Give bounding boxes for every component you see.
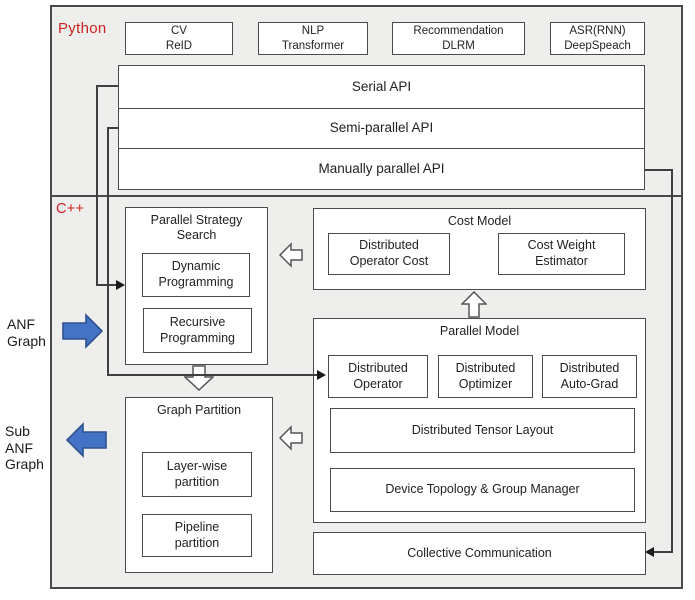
- manual-api-connector-stub: [645, 169, 673, 171]
- anf-graph-label: ANF Graph: [7, 316, 46, 349]
- pipeline-partition-box: Pipeline partition: [142, 514, 252, 557]
- anf-graph-right-arrow-icon: [62, 312, 104, 350]
- collective-communication-box: Collective Communication: [313, 532, 646, 575]
- distributed-operator-box: Distributed Operator: [328, 355, 428, 398]
- device-topology-group-manager-box: Device Topology & Group Manager: [330, 468, 635, 512]
- manual-api-connector-horizontal: [654, 551, 673, 553]
- parallel-model-to-graph-partition-left-arrow-icon: [279, 424, 303, 452]
- parallel-model-to-cost-model-up-arrow-icon: [461, 291, 487, 318]
- serial-api-connector-horizontal: [96, 284, 117, 286]
- python-section-label: Python: [58, 20, 107, 37]
- graph-partition-title: Graph Partition: [156, 403, 242, 417]
- distributed-operator-cost-box: Distributed Operator Cost: [328, 233, 450, 275]
- manual-api-connector-vertical: [671, 169, 673, 553]
- sub-anf-graph-left-arrow-icon: [58, 421, 107, 459]
- serial-api-connector-arrowhead-icon: [116, 280, 125, 290]
- semi-parallel-api-bar: Semi-parallel API: [118, 107, 645, 150]
- distributed-auto-grad-box: Distributed Auto-Grad: [542, 355, 637, 398]
- serial-api-connector-stub: [96, 85, 118, 87]
- manually-parallel-api-bar: Manually parallel API: [118, 148, 645, 190]
- manual-api-connector-arrowhead-icon: [645, 547, 654, 557]
- parallel-model-title: Parallel Model: [439, 324, 520, 338]
- cost-model-title: Cost Model: [447, 214, 512, 228]
- serial-api-connector-vertical: [96, 85, 98, 286]
- sub-anf-graph-label: Sub ANF Graph: [5, 423, 44, 473]
- cpp-section-label: C++: [56, 201, 85, 217]
- recursive-programming-box: Recursive Programming: [143, 308, 252, 353]
- dynamic-programming-box: Dynamic Programming: [142, 253, 250, 297]
- cost-model-to-strategy-left-arrow-icon: [279, 241, 303, 269]
- cost-weight-estimator-box: Cost Weight Estimator: [498, 233, 625, 275]
- semi-parallel-api-connector-arrowhead-icon: [317, 370, 326, 380]
- strategy-to-graph-partition-down-arrow-icon: [184, 365, 214, 391]
- app-box-cv-reid: CV ReID: [125, 22, 233, 55]
- semi-parallel-api-connector-vertical: [107, 127, 109, 376]
- layer-wise-partition-box: Layer-wise partition: [142, 452, 252, 497]
- serial-api-bar: Serial API: [118, 65, 645, 109]
- parallel-strategy-search-title: Parallel Strategy Search: [150, 213, 243, 242]
- semi-parallel-api-connector-stub: [107, 127, 118, 129]
- app-box-nlp-transformer: NLP Transformer: [258, 22, 368, 55]
- distributed-optimizer-box: Distributed Optimizer: [438, 355, 533, 398]
- semi-parallel-api-connector-horizontal: [107, 374, 318, 376]
- app-box-asr-deepspeach: ASR(RNN) DeepSpeach: [550, 22, 645, 55]
- distributed-tensor-layout-box: Distributed Tensor Layout: [330, 408, 635, 453]
- app-box-recommendation-dlrm: Recommendation DLRM: [392, 22, 525, 55]
